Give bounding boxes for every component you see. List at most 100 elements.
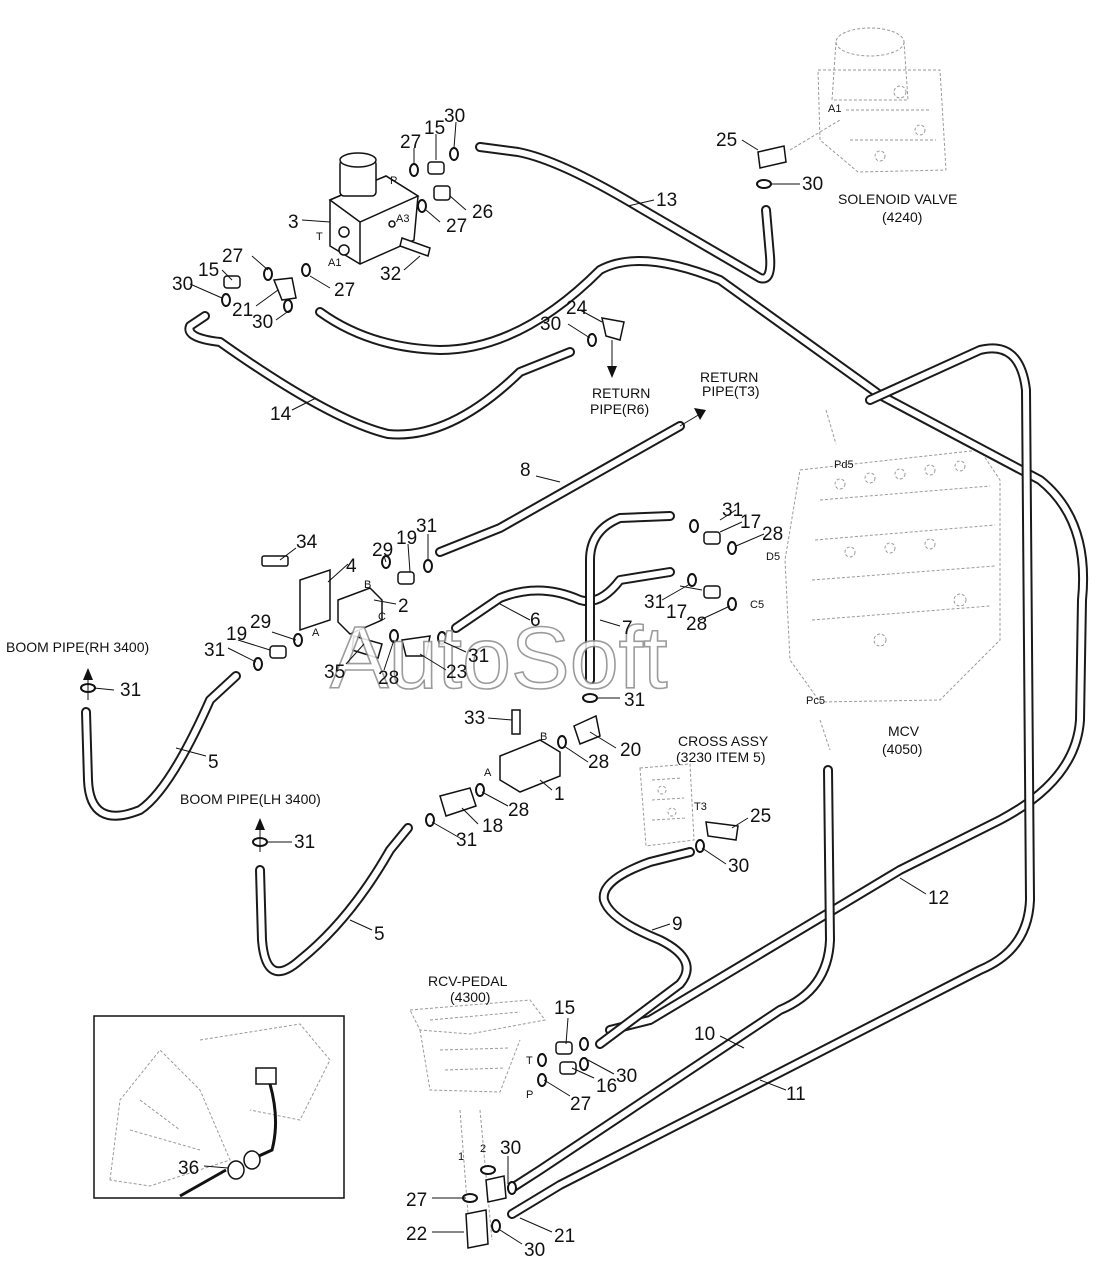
hose-10 xyxy=(507,765,835,1193)
callout: 14 xyxy=(270,404,292,425)
callout: 30 xyxy=(524,1240,545,1261)
callout: 2 xyxy=(398,596,409,617)
callout: 30 xyxy=(802,174,823,195)
return-t3-line1: RETURN xyxy=(700,369,758,385)
rcv-pedal-code: (4300) xyxy=(450,989,490,1005)
callout: 27 xyxy=(570,1094,591,1115)
callout: 15 xyxy=(424,118,445,139)
solenoid-valve-outline xyxy=(789,27,947,173)
callout: 8 xyxy=(520,460,531,481)
callout: 33 xyxy=(464,708,485,729)
callout: 20 xyxy=(620,740,641,761)
mcv-code: (4050) xyxy=(882,741,922,757)
callout: 26 xyxy=(472,202,493,223)
callout: 36 xyxy=(178,1158,199,1179)
callout: 28 xyxy=(508,800,529,821)
leader-lines xyxy=(93,121,927,1245)
mcv-label: MCV xyxy=(888,723,920,739)
cross-assy-code: (3230 ITEM 5) xyxy=(676,749,765,765)
callout: 5 xyxy=(208,752,219,773)
return-r6-line2: PIPE(R6) xyxy=(590,401,649,417)
callout: 27 xyxy=(222,246,243,267)
port-labels: A1 P A3 T A1 Pd5 D5 C5 Pc5 B A C B A T3 … xyxy=(312,103,854,1163)
port-label: 1 xyxy=(458,1151,464,1163)
callout: 19 xyxy=(396,528,417,549)
arrows xyxy=(83,340,706,852)
port-label: A3 xyxy=(396,213,409,225)
callout: 25 xyxy=(716,130,737,151)
callout: 30 xyxy=(500,1138,521,1159)
port-label: 2 xyxy=(480,1143,486,1155)
port-label: C xyxy=(378,611,386,623)
callout: 34 xyxy=(296,532,318,553)
hose-12 xyxy=(315,256,1089,1035)
callout: 9 xyxy=(672,914,683,935)
hose-13 xyxy=(475,142,776,284)
callout: 30 xyxy=(616,1066,637,1087)
callout: 31 xyxy=(294,832,315,853)
hose-11 xyxy=(507,343,1035,1219)
callout: 27 xyxy=(406,1190,427,1211)
callout: 23 xyxy=(446,662,467,683)
callout: 15 xyxy=(198,260,219,281)
port-label: A1 xyxy=(328,257,341,269)
cross-assy-label: CROSS ASSY xyxy=(678,733,769,749)
boom-pipe-rh-label: BOOM PIPE(RH 3400) xyxy=(6,639,149,655)
callout: 28 xyxy=(762,524,783,545)
callout: 31 xyxy=(416,516,437,537)
callout: 28 xyxy=(588,752,609,773)
hose-8 xyxy=(435,421,685,557)
port-label: C5 xyxy=(750,599,764,611)
callout: 27 xyxy=(334,280,355,301)
port-label: A xyxy=(484,767,492,779)
port-label: T xyxy=(526,1055,533,1067)
return-r6-line1: RETURN xyxy=(592,385,650,401)
mcv-outline xyxy=(784,409,1001,751)
callout: 31 xyxy=(468,646,489,667)
hose-7 xyxy=(585,511,675,685)
callout: 15 xyxy=(554,998,575,1019)
callout: 27 xyxy=(446,216,467,237)
callout: 5 xyxy=(374,924,385,945)
solenoid-valve-block-3 xyxy=(328,152,420,265)
callout: 35 xyxy=(324,662,345,683)
solenoid-valve-label: SOLENOID VALVE xyxy=(838,191,957,207)
callout-numbers: 30 27 15 3 26 27 32 27 27 15 30 21 30 13… xyxy=(120,106,949,1261)
hose-14 xyxy=(184,311,575,440)
callout: 3 xyxy=(288,212,299,233)
callout: 25 xyxy=(750,806,771,827)
callout: 21 xyxy=(554,1226,575,1247)
callout: 28 xyxy=(378,668,399,689)
hose-9 xyxy=(595,847,695,1049)
callout: 12 xyxy=(928,888,949,909)
callout: 31 xyxy=(644,592,665,613)
port-label: P xyxy=(526,1089,533,1101)
o-rings xyxy=(80,147,772,1233)
callout: 32 xyxy=(380,264,401,285)
callout: 30 xyxy=(252,312,273,333)
callout: 16 xyxy=(596,1076,617,1097)
callout: 17 xyxy=(666,602,687,623)
port-label: Pc5 xyxy=(806,695,825,707)
callout: 30 xyxy=(728,856,749,877)
callout: 10 xyxy=(694,1024,715,1045)
cross-assy-outline xyxy=(639,763,695,847)
callout: 24 xyxy=(566,298,588,319)
port-label: B xyxy=(540,731,547,743)
rcv-pedal-outline xyxy=(409,999,546,1241)
callout: 21 xyxy=(232,300,253,321)
callout: 17 xyxy=(740,512,761,533)
callout: 27 xyxy=(400,132,421,153)
callout: 28 xyxy=(686,614,707,635)
boom-pipe-lh-label: BOOM PIPE(LH 3400) xyxy=(180,791,321,807)
inset-pedal-detail xyxy=(93,1015,345,1199)
callout: 29 xyxy=(372,540,393,561)
watermark: AutoSoft xyxy=(330,608,668,707)
hose-5-lh xyxy=(255,823,413,977)
rcv-pedal-label: RCV-PEDAL xyxy=(428,973,508,989)
port-label: P xyxy=(390,175,397,187)
callout: 30 xyxy=(172,274,193,295)
callout: 11 xyxy=(786,1084,806,1105)
callout: 7 xyxy=(622,618,633,639)
